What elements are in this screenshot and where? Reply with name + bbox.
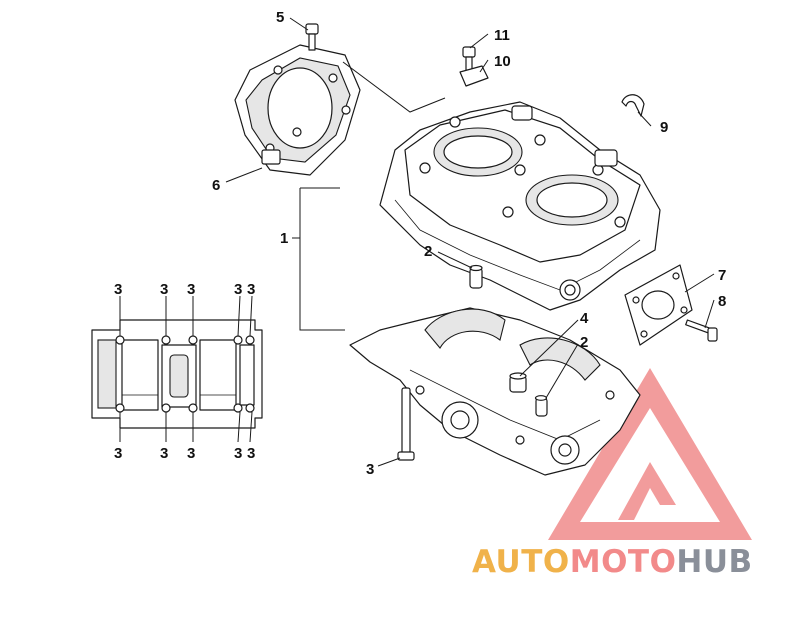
callout-10: 10	[494, 53, 511, 70]
callout-6: 6	[212, 177, 220, 194]
inset-callout-bottom-1: 3	[114, 445, 122, 462]
sleeve-item-4	[509, 372, 527, 393]
callout-4: 4	[580, 310, 589, 327]
bolt-item-8	[685, 319, 718, 342]
upper-crankcase	[379, 101, 661, 311]
callout-9: 9	[660, 119, 668, 136]
dowel-pin-upper	[469, 264, 483, 289]
watermark-moto: MOTO	[570, 544, 677, 580]
callout-1: 1	[280, 230, 288, 247]
lower-crankcase	[349, 307, 641, 476]
watermark-inner-mark-icon	[618, 462, 676, 520]
clip-item-9	[621, 94, 645, 117]
callout-8: 8	[718, 293, 726, 310]
inset-callout-top-5: 3	[247, 281, 255, 298]
screw-item-5	[305, 23, 319, 51]
inset-callout-top-4: 3	[234, 281, 242, 298]
dowel-pin-lower	[534, 395, 548, 417]
leader-lines	[119, 17, 715, 467]
bottom-view-inset	[91, 319, 263, 429]
inset-callout-top-1: 3	[114, 281, 122, 298]
callout-labels: 1 2 2 3 4 5 6 7 8 9 10 11 3 3 3 3 3 3 3 …	[114, 9, 726, 478]
watermark-auto: AUTO	[472, 544, 570, 580]
inset-callout-bottom-5: 3	[247, 445, 255, 462]
callout-11: 11	[494, 27, 510, 44]
long-bolt	[397, 387, 415, 461]
inset-callout-bottom-4: 3	[234, 445, 242, 462]
inset-callout-bottom-2: 3	[160, 445, 168, 462]
bracket-item-10	[459, 65, 489, 87]
callout-5: 5	[276, 9, 284, 26]
cover-housing	[234, 44, 361, 176]
watermark-wordmark: AUTOMOTOHUB	[472, 544, 753, 580]
inset-callout-bottom-3: 3	[187, 445, 195, 462]
inset-callout-top-3: 3	[187, 281, 195, 298]
inset-callout-top-2: 3	[160, 281, 168, 298]
bolt-item-11	[462, 46, 476, 72]
watermark-logo	[548, 368, 752, 540]
callout-7: 7	[718, 267, 726, 284]
watermark-hub: HUB	[676, 544, 752, 580]
callout-2-lower: 2	[580, 334, 588, 351]
svg-text:AUTOMOTOHUB: AUTOMOTOHUB	[472, 544, 753, 580]
gasket-plate-item-7	[624, 264, 693, 346]
watermark-triangle-icon	[548, 368, 752, 540]
callout-2-upper: 2	[424, 243, 432, 260]
callout-3-bolt: 3	[366, 461, 374, 478]
